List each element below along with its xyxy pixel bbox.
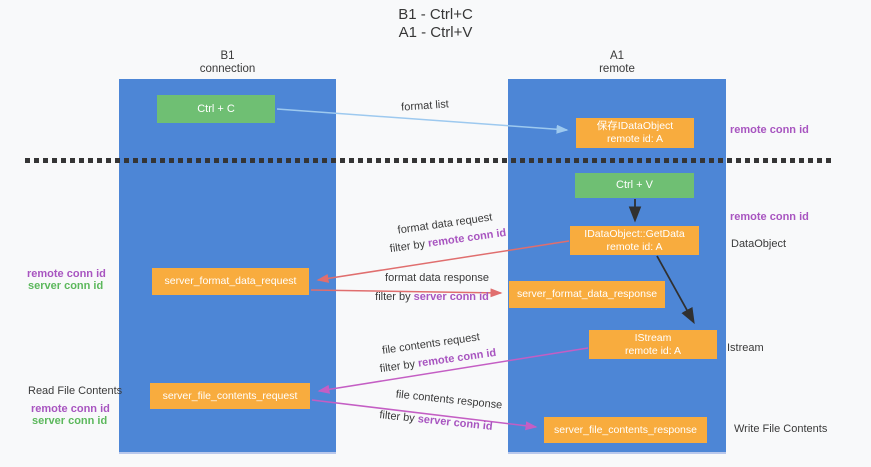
filter-prefix: filter by (375, 291, 414, 303)
filter-key: server conn id (417, 413, 494, 433)
server-format-data-response-box: server_format_data_response (509, 281, 665, 308)
format-data-response-label: format data response (385, 272, 489, 284)
server-file-contents-request-label: server_file_contents_request (162, 389, 298, 402)
right-column-name: A1 (609, 50, 625, 62)
istream-side-label: Istream (727, 342, 764, 354)
filter-prefix: filter by (389, 237, 429, 256)
write-file-contents-label: Write File Contents (734, 423, 828, 435)
left-column-name: B1 (220, 50, 235, 62)
left-remote-conn-id-label-2: remote conn id (31, 403, 110, 415)
getdata-line1: IDataObject::GetData (584, 227, 685, 240)
save-idataobject-line1: 保存IDataObject (596, 120, 674, 132)
getdata-line2: remote id: A (606, 240, 663, 253)
ctrl-v-label: Ctrl + V (616, 179, 653, 191)
save-idataobject-line2: remote id: A (606, 133, 664, 145)
ctrl-v-box: Ctrl + V (575, 173, 694, 198)
server-format-data-request-label: server_format_data_request (164, 275, 297, 287)
ctrl-c-box: Ctrl + C (157, 95, 275, 123)
filter-prefix: filter by (378, 409, 419, 426)
filter-key: server conn id (413, 291, 489, 303)
phase-divider-dashed-line (25, 158, 831, 163)
right-remote-conn-id-label-2: remote conn id (730, 211, 809, 223)
filter-by-server-conn-id-label-1: filter by server conn id (362, 291, 502, 303)
right-remote-conn-id-label-1: remote conn id (730, 124, 809, 136)
filter-prefix: filter by (379, 357, 419, 376)
server-file-contents-response-label: server_file_contents_response (553, 423, 697, 436)
format-list-label: format list (400, 98, 450, 114)
left-column-header: B1 connection (119, 50, 336, 76)
diagram-title: B1 - Ctrl+C A1 - Ctrl+V (0, 6, 871, 42)
istream-box: IStream remote id: A (589, 330, 717, 359)
server-file-contents-response-box: server_file_contents_response (544, 417, 707, 443)
ctrl-c-label: Ctrl + C (197, 102, 235, 115)
left-server-conn-id-label-1: server conn id (28, 280, 104, 292)
server-format-data-request-box: server_format_data_request (152, 268, 309, 295)
idataobject-getdata-box: IDataObject::GetData remote id: A (570, 226, 699, 255)
filter-by-server-conn-id-label-2: filter by server conn id (366, 408, 506, 435)
right-column-subtitle: remote (599, 63, 635, 75)
title-line-2: A1 - Ctrl+V (398, 24, 473, 41)
right-column-header: A1 remote (508, 50, 726, 76)
left-server-conn-id-label-2: server conn id (32, 415, 108, 427)
file-contents-response-label: file contents response (395, 388, 503, 412)
dataobject-label: DataObject (731, 238, 787, 250)
server-format-data-response-label: server_format_data_response (516, 288, 658, 300)
title-line-1: B1 - Ctrl+C (398, 6, 473, 23)
left-remote-conn-id-label-1: remote conn id (27, 268, 106, 280)
istream-line1: IStream (634, 331, 672, 344)
read-file-contents-label: Read File Contents (28, 385, 123, 397)
save-idataobject-box: 保存IDataObject remote id: A (576, 118, 694, 148)
server-file-contents-request-box: server_file_contents_request (150, 383, 310, 409)
istream-line2: remote id: A (624, 344, 682, 357)
left-column-subtitle: connection (199, 63, 256, 75)
